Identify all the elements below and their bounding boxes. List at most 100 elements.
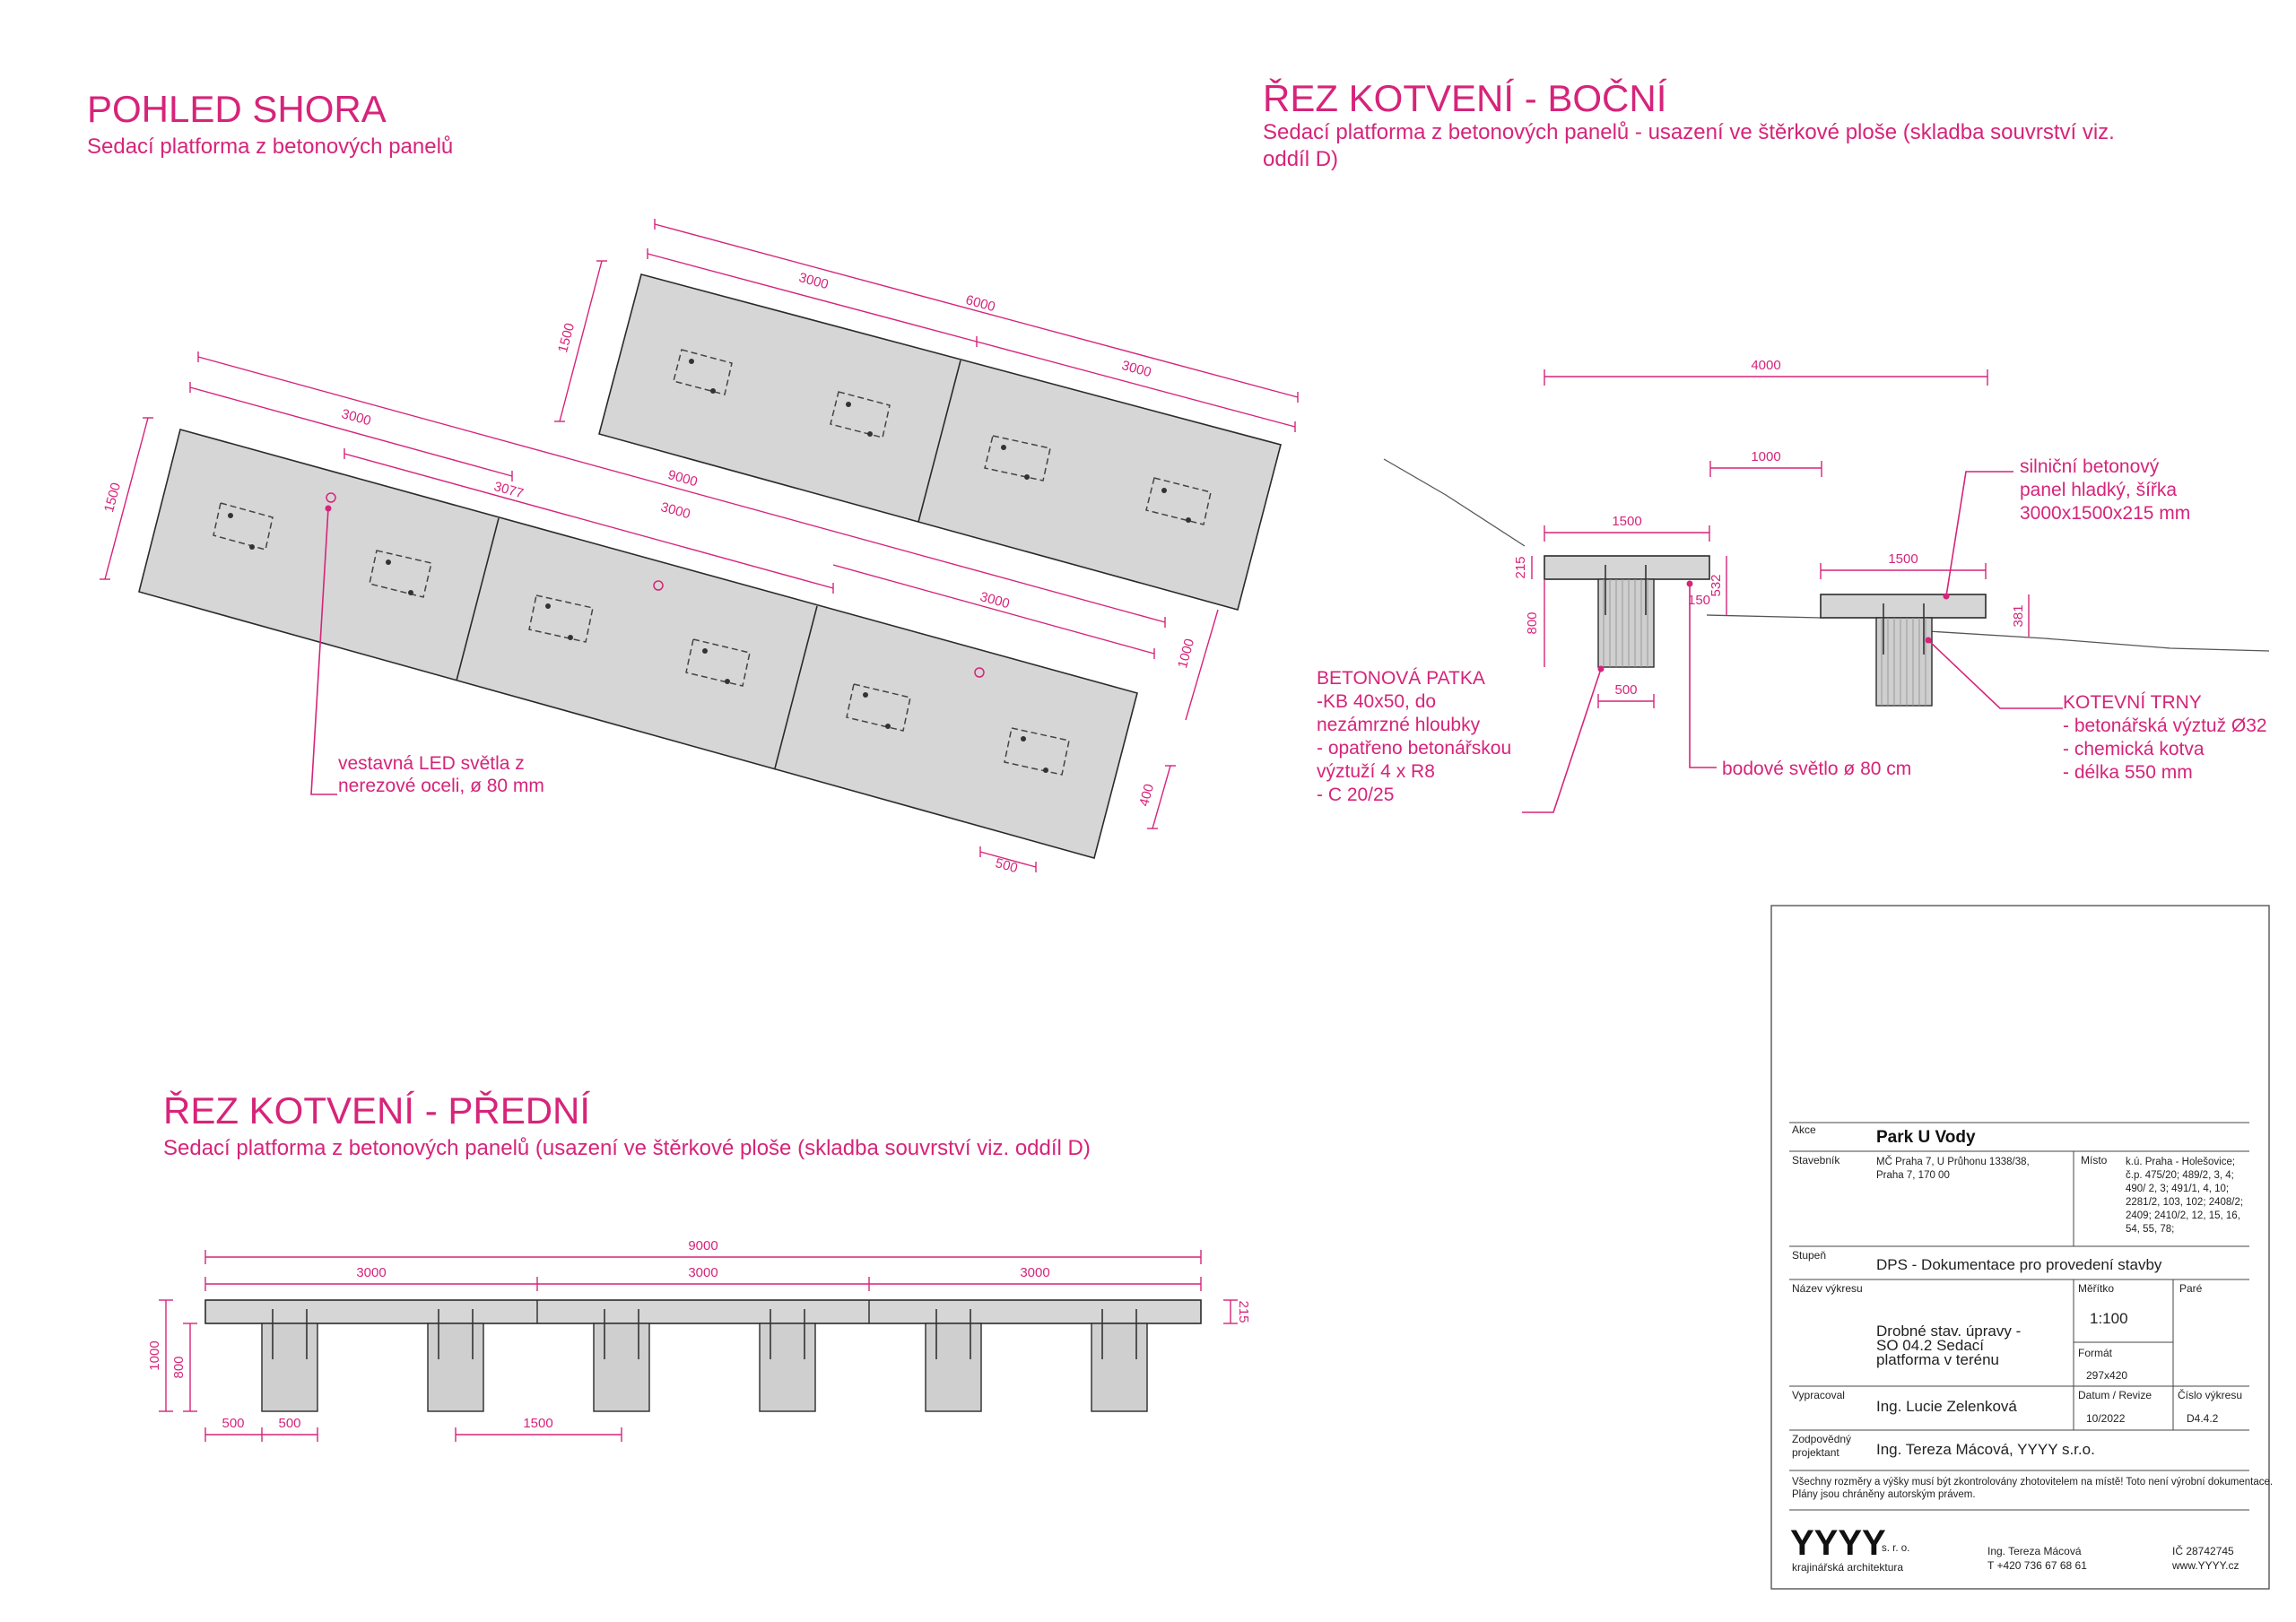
dim-side-150: 150 <box>1688 593 1710 608</box>
title-block: Akce Park U Vody Stavebník MČ Praha 7, U… <box>1770 905 2273 1590</box>
led-light-marker-1 <box>326 492 336 503</box>
tb-stavebnik-line-2: Praha 7, 170 00 <box>1876 1170 1950 1181</box>
footing-note-line-4: - opatřeno betonářskou <box>1317 738 1511 759</box>
tb-cislo-value: D4.4.2 <box>2187 1412 2219 1425</box>
dim-side-800: 800 <box>1525 612 1540 634</box>
dim-upper-width: 1500 <box>555 322 578 355</box>
tb-nazev-line-1: Drobné stav. úpravy - <box>1876 1323 2021 1340</box>
anchor-note-line-4: - délka 550 mm <box>2063 762 2193 783</box>
side-subtitle-line-2: oddíl D) <box>1263 147 1338 171</box>
side-subtitle-line-1: Sedací platforma z betonových panelů - u… <box>1263 120 2115 144</box>
dim-side-500: 500 <box>1614 682 1637 698</box>
anchor-note-line-3: - chemická kotva <box>2063 739 2205 759</box>
dim-side-532: 532 <box>1709 574 1724 596</box>
lower-platform-outline <box>138 429 1138 859</box>
footing-note-line-5: výztuží 4 x R8 <box>1317 761 1435 782</box>
upper-panel-joint <box>918 360 961 523</box>
front-footing-2 <box>427 1323 484 1412</box>
dim-front-215: 215 <box>1236 1300 1251 1323</box>
dim-upper-total: 6000 <box>964 292 997 315</box>
tb-stupen-label: Stupeň <box>1792 1249 1826 1262</box>
lower-panel-joint-2 <box>774 605 818 769</box>
dim-side-4000: 4000 <box>1751 358 1780 373</box>
tb-zodp-label-2: projektant <box>1792 1446 1839 1459</box>
tb-misto-line-6: 54, 55, 78; <box>2126 1224 2174 1235</box>
side-footing-right <box>1875 617 1933 707</box>
led-light-marker-2 <box>653 580 664 591</box>
dim-lower-width: 1500 <box>101 481 124 515</box>
dim-side-381: 381 <box>2011 604 2026 627</box>
dim-upper-half: 3000 <box>797 270 831 292</box>
dim-front-1000: 1000 <box>147 1340 162 1370</box>
side-section: ŘEZ KOTVENÍ - BOČNÍ Sedací platforma z b… <box>1263 77 2270 813</box>
front-title: ŘEZ KOTVENÍ - PŘEDNÍ <box>163 1089 590 1132</box>
footing-note-line-2: -KB 40x50, do <box>1317 691 1436 712</box>
front-footing-1 <box>261 1323 318 1412</box>
dim-lower-500: 500 <box>994 855 1020 876</box>
front-footing-4 <box>759 1323 816 1412</box>
tb-contact-name: Ing. Tereza Mácová <box>1987 1545 2082 1557</box>
lower-footing-6 <box>1004 727 1070 776</box>
tb-stupen-value: DPS - Dokumentace pro provedení stavby <box>1876 1256 2162 1273</box>
dim-side-1500-left: 1500 <box>1612 514 1641 529</box>
tb-zodp-value: Ing. Tereza Mácová, YYYY s.r.o. <box>1876 1441 2095 1458</box>
dim-lower-mid: 3000 <box>659 499 692 522</box>
plan-title: POHLED SHORA <box>87 88 387 130</box>
tb-misto-line-2: č.p. 475/20; 489/2, 3, 4; <box>2126 1170 2234 1181</box>
dim-side-1000: 1000 <box>1751 449 1780 464</box>
dim-lower-right: 3000 <box>978 589 1012 612</box>
tb-vypracoval-value: Ing. Lucie Zelenková <box>1876 1398 2017 1415</box>
front-subtitle: Sedací platforma z betonových panelů (us… <box>163 1136 1091 1160</box>
panel-note-line-1: silniční betonový <box>2020 456 2160 477</box>
led-light-marker-3 <box>974 667 985 678</box>
dim-front-500-b: 500 <box>278 1416 300 1431</box>
tb-contact-phone: T +420 736 67 68 61 <box>1987 1559 2087 1572</box>
tb-datum-label: Datum / Revize <box>2078 1389 2152 1401</box>
light-note-text: bodové světlo ø 80 cm <box>1722 759 1911 779</box>
tb-misto-line-3: 490/ 2, 3; 491/1, 4, 10; <box>2126 1184 2229 1194</box>
lower-panel-joint-1 <box>456 517 500 681</box>
front-section: ŘEZ KOTVENÍ - PŘEDNÍ Sedací platforma z … <box>147 1089 1251 1442</box>
tb-stavebnik-label: Stavebník <box>1792 1154 1840 1167</box>
tb-logo: YYYY <box>1790 1523 1886 1563</box>
upper-footing-4 <box>1145 477 1212 525</box>
dim-lower-first: 3000 <box>340 406 373 429</box>
tb-logo-sub: krajinářská architektura <box>1792 1561 1903 1574</box>
tb-pare-label: Paré <box>2179 1282 2203 1295</box>
footing-note-line-3: nezámrzné hloubky <box>1317 715 1481 735</box>
terrain <box>1383 458 2270 652</box>
front-footing-5 <box>925 1323 982 1412</box>
side-title: ŘEZ KOTVENÍ - BOČNÍ <box>1263 77 1667 119</box>
upper-footing-1 <box>673 349 733 395</box>
front-panels <box>204 1299 1202 1324</box>
dim-front-s3: 3000 <box>1020 1265 1049 1280</box>
front-footings <box>261 1309 1148 1412</box>
tb-misto-line-1: k.ú. Praha - Holešovice; <box>2126 1157 2235 1167</box>
dim-front-1500: 1500 <box>523 1416 552 1431</box>
upper-platform <box>598 273 1282 611</box>
dim-upper-right: 3000 <box>1120 358 1153 380</box>
lower-footing-2 <box>369 550 432 598</box>
dim-front-500-a: 500 <box>222 1416 244 1431</box>
tb-web: www.YYYY.cz <box>2171 1559 2239 1572</box>
led-note: vestavná LED světla z nerezové oceli, ø … <box>310 505 544 796</box>
tb-format-label: Formát <box>2078 1347 2113 1359</box>
plan-subtitle: Sedací platforma z betonových panelů <box>87 134 453 159</box>
upper-footing-2 <box>830 391 891 438</box>
dim-lower-3077: 3077 <box>492 479 526 501</box>
tb-akce-value: Park U Vody <box>1876 1128 1976 1147</box>
lower-footing-1 <box>213 502 274 551</box>
dim-front-s1: 3000 <box>356 1265 386 1280</box>
tb-disclaimer-line-2: Plány jsou chráněny autorským právem. <box>1792 1489 1976 1500</box>
panel-note-line-3: 3000x1500x215 mm <box>2020 503 2190 524</box>
footing-note: BETONOVÁ PATKA -KB 40x50, do nezámrzné h… <box>1317 665 1605 813</box>
tb-meritko-label: Měřítko <box>2078 1282 2114 1295</box>
front-footing-6 <box>1091 1323 1148 1412</box>
panel-note: silniční betonový panel hladký, šířka 30… <box>1943 456 2190 600</box>
tb-format-value: 297x420 <box>2086 1369 2127 1382</box>
dim-side-215: 215 <box>1513 556 1528 578</box>
dim-lower-400: 400 <box>1136 783 1157 809</box>
tb-vypracoval-label: Vypracoval <box>1792 1389 1845 1401</box>
lower-footing-5 <box>846 683 911 732</box>
